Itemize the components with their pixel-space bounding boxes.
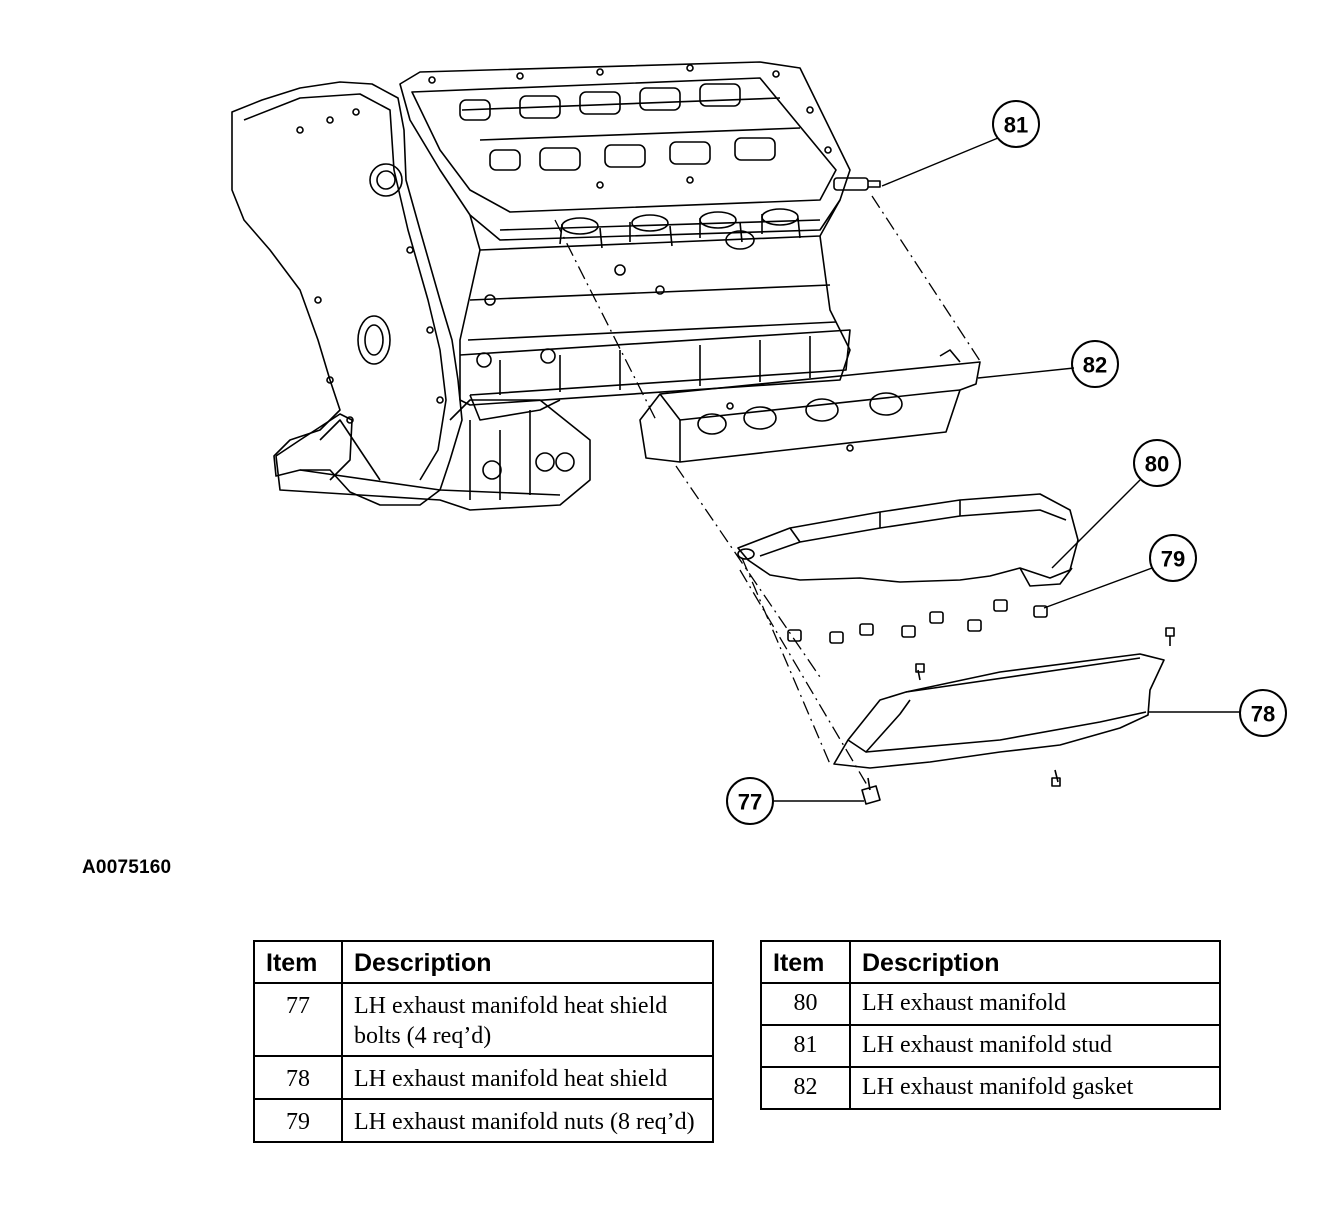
- item-header: Item: [760, 940, 851, 984]
- parts-table-left: Item Description 77 LH exhaust manifold …: [253, 940, 714, 1143]
- item-description: LH exhaust manifold heat shield bolts (4…: [341, 982, 714, 1057]
- callout-81-circle: [992, 100, 1040, 148]
- item-description: LH exhaust manifold: [849, 982, 1221, 1026]
- item-number: 80: [760, 982, 851, 1026]
- callout-81-label: 81: [1004, 113, 1028, 138]
- table-row: 80 LH exhaust manifold: [760, 982, 1221, 1026]
- heat-shield-bolt-illustration: [861, 777, 881, 805]
- callout-79-circle: [1149, 534, 1197, 582]
- callout-82-circle: [1071, 340, 1119, 388]
- callout-78-label: 78: [1251, 702, 1275, 727]
- manifold-stud-illustration: [833, 177, 881, 191]
- callout-80-label: 80: [1145, 452, 1169, 477]
- item-description: LH exhaust manifold stud: [849, 1024, 1221, 1068]
- description-header: Description: [849, 940, 1221, 984]
- exploded-view-diagram: 81 82 80 79 78 77: [231, 61, 1287, 825]
- callout-80-circle: [1133, 439, 1181, 487]
- exhaust-manifold-illustration: [737, 493, 1079, 587]
- heat-shield-illustration: [833, 627, 1175, 787]
- parts-table-right: Item Description 80 LH exhaust manifold …: [760, 940, 1221, 1110]
- table-row: 78 LH exhaust manifold heat shield: [253, 1055, 714, 1100]
- callout-77-circle: [726, 777, 774, 825]
- figure-id: A0075160: [82, 857, 172, 878]
- callout-78-circle: [1239, 689, 1287, 737]
- engine-block-illustration: [231, 61, 851, 511]
- table-header-row: Item Description: [760, 940, 1221, 984]
- exhaust-manifold-gasket-illustration: [639, 349, 981, 463]
- item-number: 78: [253, 1055, 343, 1100]
- item-number: 79: [253, 1098, 343, 1143]
- callout-77-label: 77: [738, 790, 762, 815]
- table-row: 81 LH exhaust manifold stud: [760, 1024, 1221, 1068]
- callout-82-label: 82: [1083, 353, 1107, 378]
- table-row: 79 LH exhaust manifold nuts (8 req’d): [253, 1098, 714, 1143]
- table-row: 77 LH exhaust manifold heat shield bolts…: [253, 982, 714, 1057]
- item-header: Item: [253, 940, 343, 984]
- item-number: 81: [760, 1024, 851, 1068]
- callout-79-label: 79: [1161, 547, 1185, 572]
- item-description: LH exhaust manifold heat shield: [341, 1055, 714, 1100]
- table-header-row: Item Description: [253, 940, 714, 984]
- item-description: LH exhaust manifold gasket: [849, 1066, 1221, 1110]
- description-header: Description: [341, 940, 714, 984]
- item-number: 77: [253, 982, 343, 1057]
- item-number: 82: [760, 1066, 851, 1110]
- table-row: 82 LH exhaust manifold gasket: [760, 1066, 1221, 1110]
- exhaust-manifold-nuts-illustration: [787, 599, 1048, 644]
- item-description: LH exhaust manifold nuts (8 req’d): [341, 1098, 714, 1143]
